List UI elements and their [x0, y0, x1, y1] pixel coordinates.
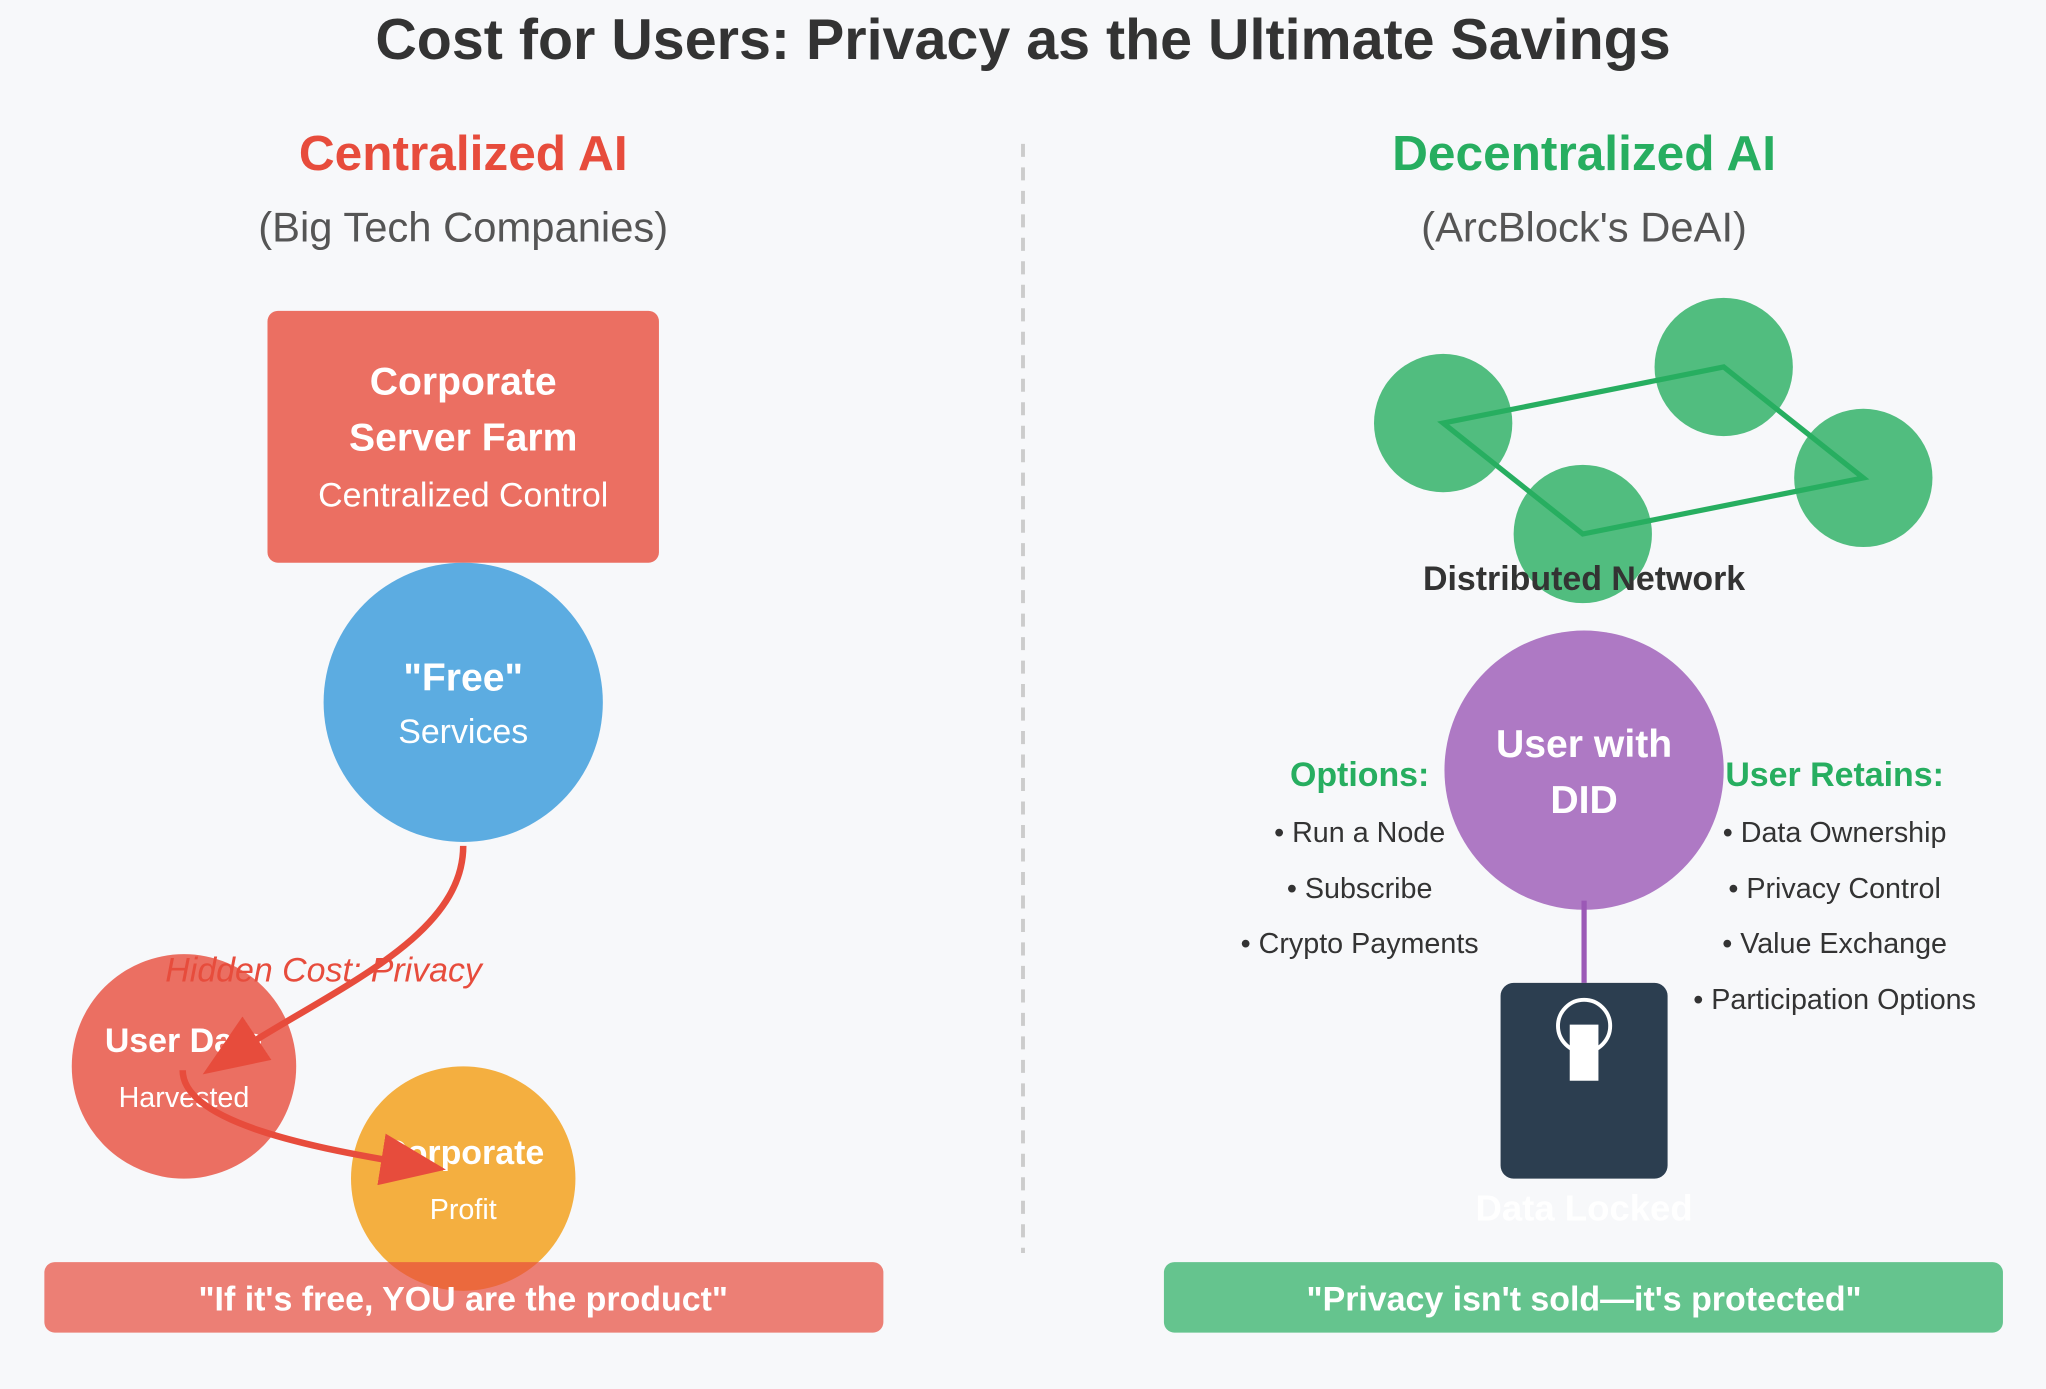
arrow-free-to-data [202, 845, 467, 1075]
centralized-quote: "If it's free, YOU are the product" [198, 1280, 727, 1318]
list-item: • Crypto Payments [1241, 928, 1479, 960]
retains-title: User Retains: [1725, 756, 1944, 794]
centralized-heading: Centralized AI [299, 125, 628, 181]
profit-circle: Corporate Profit [351, 1066, 576, 1291]
user-did-circle: User with DID [1444, 630, 1724, 910]
decentralized-subheading: (ArcBlock's DeAI) [1421, 204, 1747, 251]
centralized-subheading: (Big Tech Companies) [258, 204, 668, 251]
profit-label: Profit [430, 1194, 497, 1226]
list-item: • Run a Node [1274, 817, 1445, 849]
arrow-data-to-profit [179, 1069, 446, 1186]
lock-icon [1500, 982, 1668, 1179]
server-label-1: Corporate [370, 360, 557, 403]
network-links [1437, 364, 1870, 537]
server-label-2: Server Farm [349, 416, 577, 459]
did-label: DID [1550, 779, 1617, 822]
free-label: "Free" [403, 657, 523, 700]
distributed-network [1374, 297, 1933, 604]
server-label-3: Centralized Control [318, 477, 608, 515]
user-with-label: User with [1496, 723, 1672, 766]
list-item: • Data Ownership [1723, 817, 1947, 849]
free-services-circle: "Free" Services [323, 562, 603, 842]
list-item: • Subscribe [1287, 873, 1433, 905]
options-list: Options: • Run a Node • Subscribe • Cryp… [1241, 756, 1479, 960]
retains-list: User Retains: • Data Ownership • Privacy… [1693, 756, 1976, 1016]
list-item: • Privacy Control [1728, 873, 1941, 905]
data-locked-label: Data Locked [1476, 1187, 1693, 1228]
services-label: Services [398, 713, 528, 751]
hidden-cost-label: Hidden Cost: Privacy [165, 952, 484, 990]
server-farm-box: Corporate Server Farm Centralized Contro… [267, 310, 659, 563]
user-data-label: User Data [105, 1022, 264, 1060]
decentralized-heading: Decentralized AI [1392, 125, 1776, 181]
options-title: Options: [1290, 756, 1429, 794]
list-item: • Participation Options [1693, 984, 1976, 1016]
page-title: Cost for Users: Privacy as the Ultimate … [375, 8, 1670, 72]
centralized-banner: "If it's free, YOU are the product" [44, 1262, 884, 1333]
decentralized-quote: "Privacy isn't sold—it's protected" [1307, 1280, 1862, 1318]
network-label: Distributed Network [1423, 560, 1745, 598]
list-item: • Value Exchange [1722, 928, 1947, 960]
decentralized-banner: "Privacy isn't sold—it's protected" [1163, 1262, 2003, 1333]
